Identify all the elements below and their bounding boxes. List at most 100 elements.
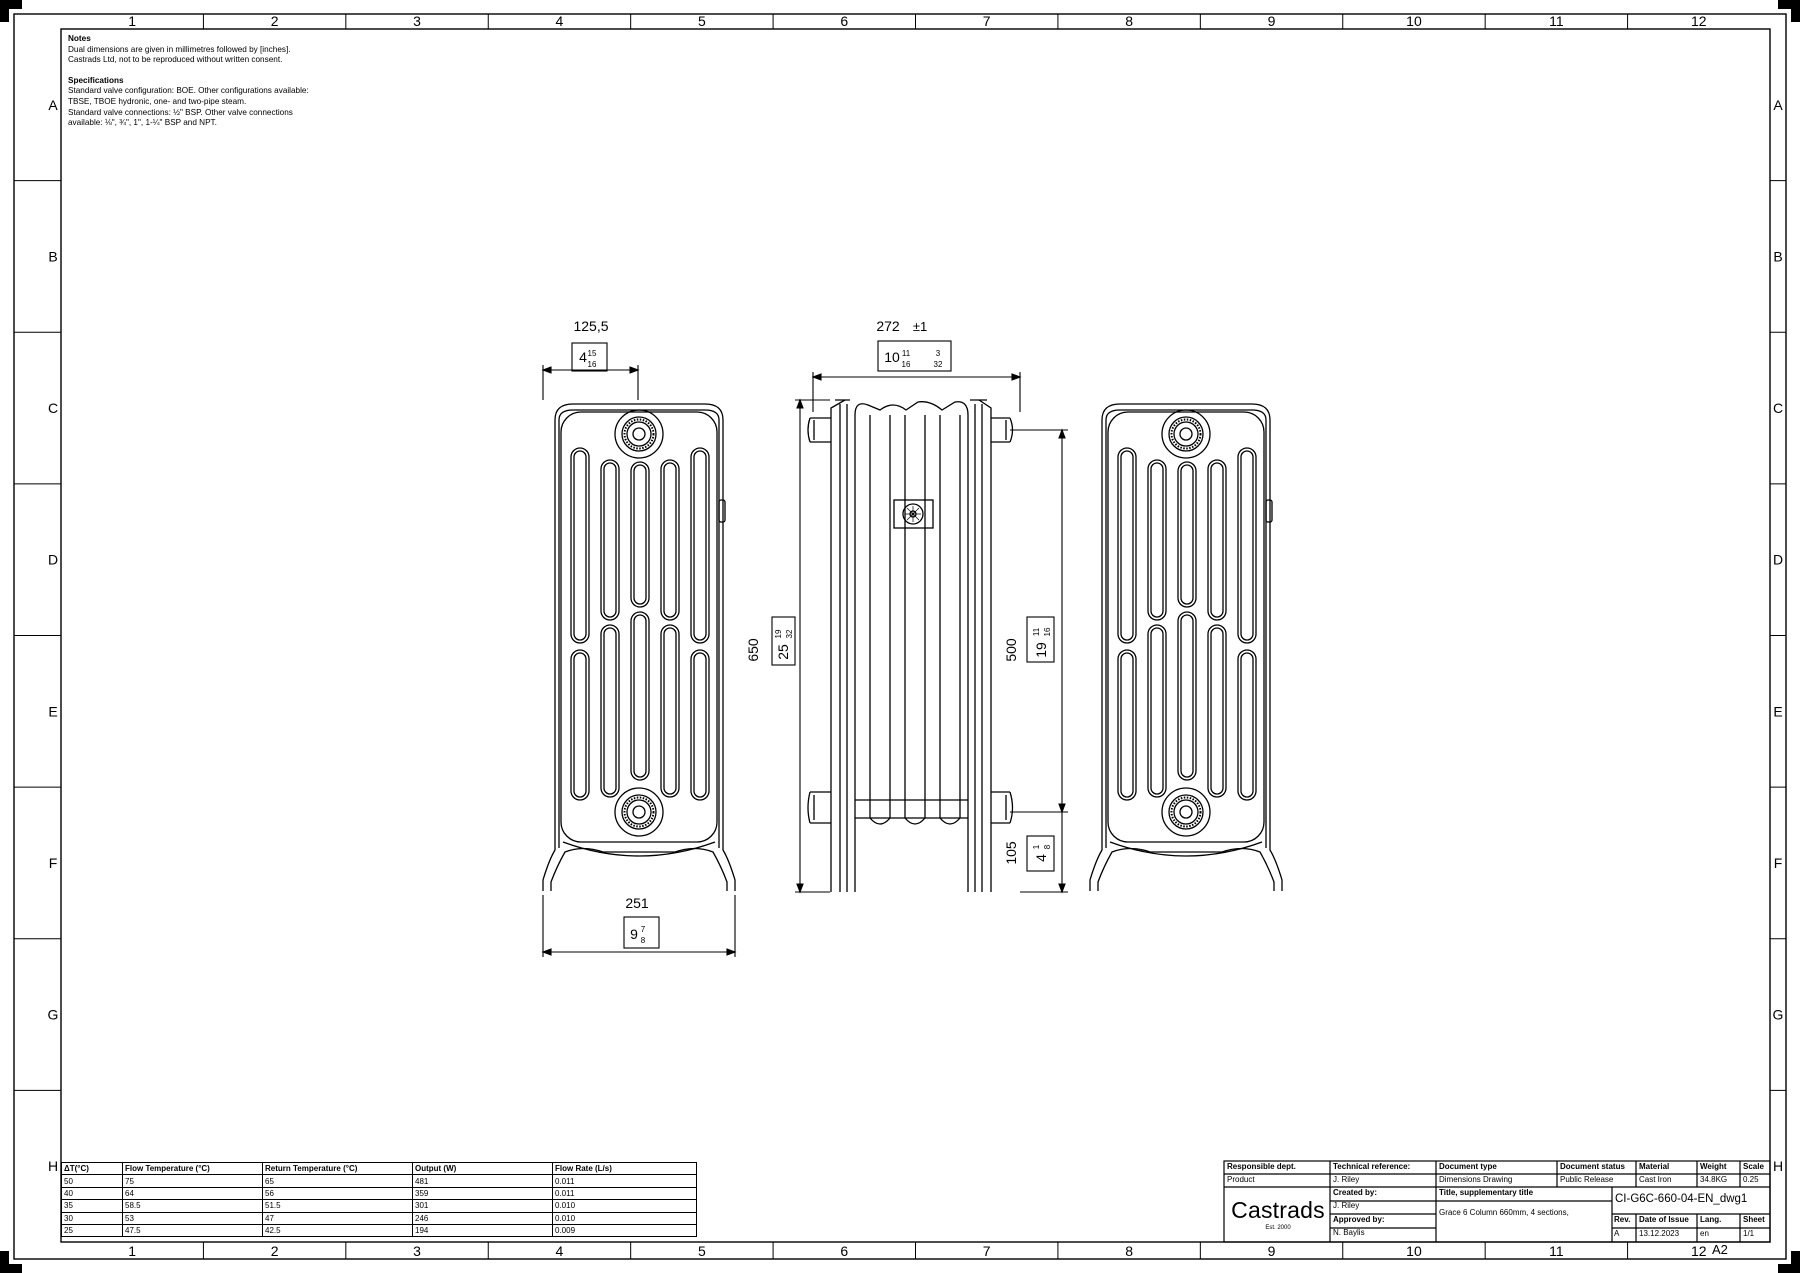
zone-column-label: 5 [698,13,706,29]
height-inch-whole: 25 [775,644,791,660]
zone-column-label: 1 [128,13,136,29]
centres-inch-num: 11 [1032,627,1041,636]
column-slot [630,611,650,781]
zone-row-label: F [49,855,58,871]
radiator-base-curve [562,841,716,857]
zone-row-label: B [48,248,57,264]
radiator-inner-frame [558,409,720,848]
title-value: Grace 6 Column 660mm, 4 sections, [1439,1208,1569,1217]
document-status-label: Document status [1560,1162,1625,1171]
responsible-dept-label: Responsible dept. [1227,1162,1296,1171]
zone-row-label: D [48,552,58,568]
paper-size: A2 [1712,1242,1728,1257]
column-slot-inner [1180,614,1194,778]
table-row: 35 58.5 51.5 301 0.010 [61,1199,697,1213]
zone-row-label: E [1773,703,1782,719]
width-inch-num: 11 [902,349,911,358]
zone-column-label: 9 [1268,1243,1276,1259]
table-cell: 30 [61,1211,123,1225]
height-mm-label: 650 [745,638,761,662]
side-plug [1265,499,1273,523]
valve-ring [626,799,652,825]
column-slot [1147,459,1167,621]
lang-label: Lang. [1700,1215,1722,1224]
table-cell: 47.5 [122,1223,263,1238]
column-slot-inner [1210,462,1224,618]
zone-column-label: 11 [1549,1243,1564,1259]
column-slot-inner [573,652,587,798]
approved-by-value: N. Baylis [1333,1228,1365,1237]
radiator-outline [1089,403,1283,891]
performance-table: ΔT(°C) Flow Temperature (°C) Return Temp… [61,1161,697,1238]
width-inch-den: 16 [902,360,911,369]
rev-label: Rev. [1614,1215,1631,1224]
column-slot [1207,459,1227,621]
column-slot-inner [1210,627,1224,795]
column-slot [1237,447,1257,644]
valve-text-ring [623,796,655,828]
zone-column-label: 12 [1691,1243,1707,1259]
zone-column-label: 11 [1549,13,1564,29]
rev-value: A [1614,1229,1620,1238]
column-slot-inner [603,462,617,618]
document-type-value: Dimensions Drawing [1439,1175,1513,1184]
technical-reference: Technical reference: J. Riley [1333,1162,1410,1185]
column-slot-inner [1240,450,1254,641]
column-header: Output (W) [412,1161,553,1176]
valve-ring [1173,799,1199,825]
depth-inch-whole: 4 [579,349,587,365]
valve-text-ring [1170,418,1202,450]
floor-inch-den: 8 [1043,844,1052,849]
zone-column-label: 2 [271,13,279,29]
valve-plug [1179,427,1193,441]
sheet: Sheet 1/1 [1743,1215,1765,1239]
column-slot-inner [573,450,587,641]
radiator-outline [542,403,736,891]
approved-by: Approved by: N. Baylis [1333,1215,1385,1238]
width-tol-den: 32 [934,360,943,369]
depth-inch-den: 16 [588,360,597,369]
centres-inch-whole: 19 [1033,642,1049,658]
column-slot [1237,649,1257,801]
valve-plug [632,805,646,819]
foot-inch-num: 7 [641,925,646,934]
created-by-label: Created by: [1333,1188,1378,1197]
column-slot [660,624,680,798]
drawing-frame [13,13,1787,1260]
radiator-front-view-left [542,403,736,891]
width-inch-whole: 10 [884,349,900,365]
column-slot-inner [1150,627,1164,795]
zone-column-label: 9 [1268,13,1276,29]
height-inch-num: 19 [774,629,783,638]
valve-ring [1173,421,1199,447]
column-slot-inner [663,627,677,795]
radiator-feet [550,847,728,891]
table-cell: 0.009 [552,1223,697,1238]
table-cell: 35 [61,1199,123,1213]
column-slot-inner [663,462,677,618]
table-cell: 0.010 [552,1211,697,1225]
radiator-panel [560,411,718,843]
table-row: 40 64 56 359 0.011 [61,1186,697,1201]
approved-by-label: Approved by: [1333,1215,1385,1224]
table-cell: 64 [122,1186,263,1201]
zone-column-label: 8 [1125,13,1133,29]
valve-ring [1168,794,1204,830]
specifications-title: Specifications [68,75,124,85]
column-slot [600,624,620,798]
table-cell: 0.011 [552,1174,697,1188]
column-slot [690,649,710,801]
table-cell: 301 [412,1199,553,1213]
scale-value: 0.25 [1743,1175,1759,1184]
revision: Rev. A [1614,1215,1630,1239]
date-of-issue: Date of Issue 13.12.2023 [1639,1215,1689,1239]
valve-boss [1161,787,1211,837]
document-status-value: Public Release [1560,1175,1614,1184]
depth-inch-num: 15 [588,349,597,358]
valve-boss [614,787,664,837]
zone-row-label: C [48,400,58,416]
spec-line: Standard valve connections: ½" BSP. Othe… [68,107,293,117]
column-header: Return Temperature (°C) [262,1161,413,1176]
responsible-dept-value: Product [1227,1175,1255,1184]
